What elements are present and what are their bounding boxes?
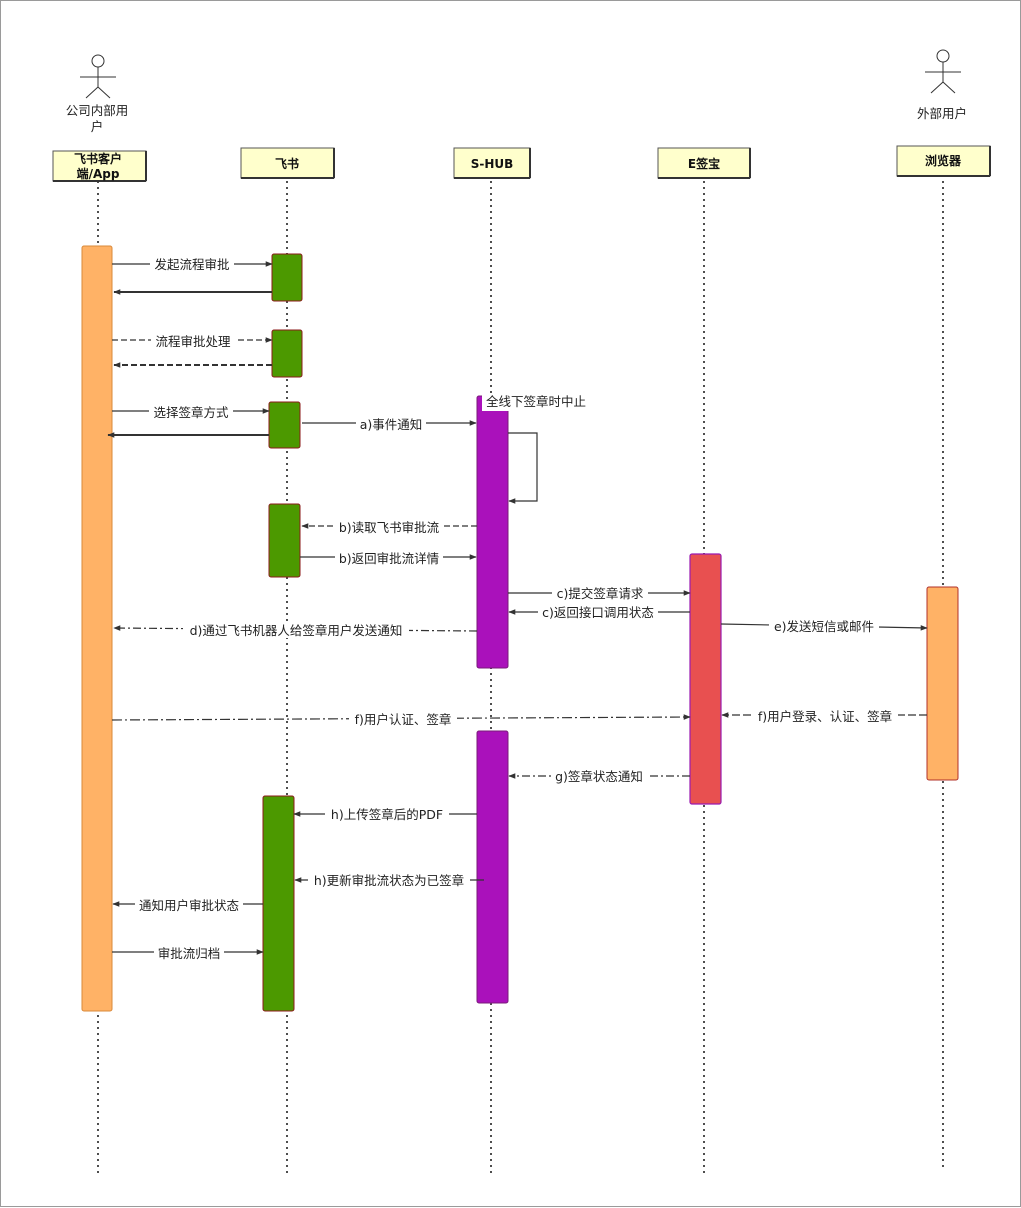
msg-update-status-signed: h)更新审批流状态为已签章: [314, 873, 464, 888]
msg-choose-sign-method: 选择签章方式: [153, 405, 229, 420]
participant-esign-label: E签宝: [688, 156, 720, 171]
participant-browser-label: 浏览器: [925, 153, 962, 168]
participant-feishu-client-label-1: 飞书客户: [74, 151, 122, 166]
lifelines: [97, 181, 944, 1173]
actor-external-label: 外部用户: [917, 106, 967, 121]
return-arrows: [107, 289, 272, 438]
msg-sign-status-notify: g)签章状态通知: [555, 769, 643, 784]
activation-feishu-5: [262, 795, 295, 1012]
activations: [81, 245, 959, 1012]
activation-feishu-2: [271, 329, 303, 378]
participant-esign: E签宝: [657, 147, 751, 179]
msg-bot-notify-signer: d)通过飞书机器人给签章用户发送通知: [190, 623, 403, 638]
msg-event-notify: a)事件通知: [360, 417, 423, 432]
activation-shub-2: [476, 730, 509, 1004]
participant-feishu-client: 飞书客户 端/App: [52, 150, 147, 182]
activation-browser: [926, 586, 959, 781]
messages: 发起流程审批 流程审批处理 选择签章方式 a)事件通知 b)读取飞书审批流 b)…: [111, 256, 928, 961]
actor-internal-label-2: 户: [91, 119, 104, 134]
activation-feishu-client: [81, 245, 113, 1012]
actor-internal-label-1: 公司内部用: [66, 103, 129, 118]
msg-return-api-status: c)返回接口调用状态: [542, 605, 654, 620]
shub-self-loop: [508, 432, 538, 504]
msg-user-login-auth-sign: f)用户登录、认证、签章: [758, 709, 892, 724]
msg-notify-approval-status: 通知用户审批状态: [139, 898, 239, 913]
participant-feishu-client-label-2: 端/App: [77, 166, 120, 181]
activation-esign: [689, 553, 722, 805]
msg-approval-processing: 流程审批处理: [155, 334, 231, 349]
activation-shub-1: [476, 395, 509, 669]
note-offline-stop: 全线下签章时中止: [486, 394, 586, 409]
participant-browser: 浏览器: [896, 145, 991, 177]
activation-feishu-3: [268, 401, 301, 449]
msg-submit-sign-request: c)提交签章请求: [557, 586, 644, 601]
msg-read-approval-flow: b)读取飞书审批流: [339, 520, 440, 535]
activation-feishu-1: [271, 253, 303, 302]
participant-shub-label: S-HUB: [471, 157, 514, 171]
msg-return-approval-detail: b)返回审批流详情: [339, 551, 439, 566]
participant-feishu: 飞书: [240, 147, 335, 179]
msg-upload-signed-pdf: h)上传签章后的PDF: [331, 807, 443, 822]
actor-external-user: [925, 49, 961, 94]
participant-feishu-label: 飞书: [275, 156, 299, 171]
msg-user-auth-sign: f)用户认证、签章: [355, 712, 452, 727]
activation-feishu-4: [268, 503, 301, 578]
actor-internal-user: [80, 54, 116, 99]
msg-send-sms-email: e)发送短信或邮件: [774, 619, 874, 634]
msg-start-approval: 发起流程审批: [154, 257, 229, 272]
msg-archive-approval: 审批流归档: [158, 946, 221, 961]
participant-shub: S-HUB: [453, 147, 531, 179]
